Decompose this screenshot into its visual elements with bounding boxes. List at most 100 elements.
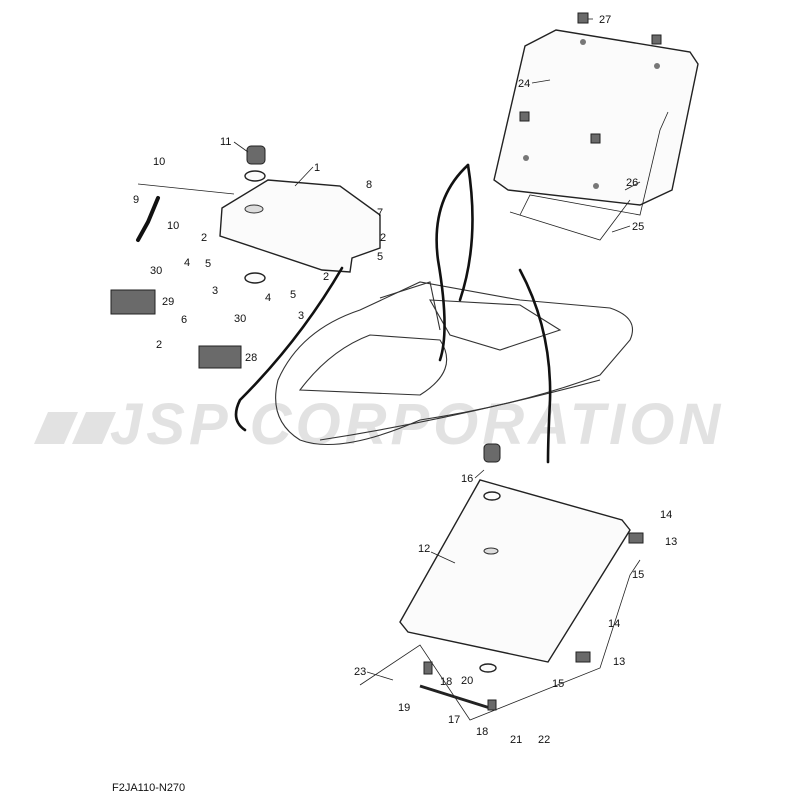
hatch-cover-12	[399, 479, 631, 663]
switch-box-28	[198, 345, 242, 369]
callout-3-upper: 3	[212, 285, 218, 297]
switch-boxes	[110, 289, 242, 369]
knob-27d	[590, 133, 601, 144]
callout-15-upper: 15	[632, 569, 644, 581]
callout-2-lower: 2	[156, 339, 162, 351]
leader-lines	[233, 18, 641, 681]
front-cover-assembly	[136, 145, 381, 284]
bracket-13b	[575, 651, 591, 663]
drain-plug-11	[246, 145, 266, 165]
watermark-text: JSP CORPORATION	[110, 392, 724, 457]
bushing-18a	[423, 661, 433, 675]
figure-code: F2JA110-N270	[112, 782, 185, 794]
frame-26	[519, 111, 669, 216]
windshield	[379, 281, 441, 331]
knob-27	[577, 12, 589, 24]
bracket-13a	[628, 532, 644, 544]
o-ring-upper	[244, 170, 266, 182]
lower-cover-hole	[483, 547, 499, 555]
callout-30-upper: 30	[150, 265, 162, 277]
leader-1	[294, 166, 314, 187]
callout-10-lower: 10	[167, 220, 179, 232]
bushing-18b	[487, 699, 497, 711]
callout-24: 24	[518, 78, 530, 90]
leader-26	[624, 181, 641, 191]
callout-3-lower: 3	[298, 310, 304, 322]
boat-hull	[275, 281, 634, 445]
callout-13-upper: 13	[665, 536, 677, 548]
leader-11	[233, 141, 249, 153]
drain-plug-o-ring	[483, 491, 501, 501]
leader-9-cover	[137, 183, 235, 195]
callout-27: 27	[599, 14, 611, 26]
lower-o-ring	[479, 663, 497, 673]
switch-box-29	[110, 289, 156, 315]
frame-23	[359, 559, 641, 721]
callout-7: 7	[377, 207, 383, 219]
hull-stripe	[319, 379, 601, 441]
callout-1: 1	[314, 162, 320, 174]
callout-5-center: 5	[290, 289, 296, 301]
knob-27b	[651, 34, 662, 45]
bow-cockpit	[298, 334, 448, 396]
callout-22: 22	[538, 734, 550, 746]
hose-left	[234, 266, 344, 432]
callout-8: 8	[366, 179, 372, 191]
leader-24	[531, 79, 551, 84]
front-cover-1	[219, 179, 381, 273]
grommet-d	[593, 183, 599, 189]
callout-11: 11	[220, 136, 231, 148]
hose-right	[518, 268, 552, 464]
leader-23	[366, 671, 394, 681]
strap-9	[136, 196, 160, 242]
callout-10: 10	[153, 156, 165, 168]
callout-2-right: 2	[380, 232, 386, 244]
callout-2-left: 2	[201, 232, 207, 244]
callout-5-left: 5	[205, 258, 211, 270]
seal-25	[509, 199, 631, 241]
watermark: JSP CORPORATION	[34, 392, 724, 457]
shaft-17	[419, 684, 491, 710]
lower-hatch-panel	[359, 443, 644, 721]
callout-labels: 27 24 26 25 11 1 10 9 10 8 7 2 2 5 5 4 3…	[133, 14, 677, 746]
callout-23: 23	[354, 666, 366, 678]
drain-plug-16	[483, 443, 501, 463]
callout-13-lower: 13	[613, 656, 625, 668]
callout-12: 12	[418, 543, 430, 555]
callout-26: 26	[626, 177, 638, 189]
callout-5-right: 5	[377, 251, 383, 263]
callout-16: 16	[461, 473, 473, 485]
knob-27c	[519, 111, 530, 122]
grommet-c	[523, 155, 529, 161]
callout-4-upper: 4	[184, 257, 190, 269]
callout-9: 9	[133, 194, 139, 206]
callout-28: 28	[245, 352, 257, 364]
callout-29: 29	[162, 296, 174, 308]
callout-14-lower: 14	[608, 618, 620, 630]
leader-25	[611, 225, 631, 233]
drain-hoses	[234, 163, 552, 464]
cover-hole	[244, 204, 264, 214]
callout-6: 6	[181, 314, 187, 326]
callout-19: 19	[398, 702, 410, 714]
callout-18-upper: 18	[440, 676, 452, 688]
o-ring-lower	[244, 272, 266, 284]
callout-21: 21	[510, 734, 522, 746]
leader-16	[474, 469, 485, 479]
callout-17: 17	[448, 714, 460, 726]
hatch-cover-24	[493, 29, 699, 206]
grommet-b	[654, 63, 660, 69]
callout-30-lower: 30	[234, 313, 246, 325]
callout-4-lower: 4	[265, 292, 271, 304]
callout-15-lower: 15	[552, 678, 564, 690]
callout-2-center: 2	[323, 271, 329, 283]
hose-center-b	[458, 163, 474, 302]
callout-18-lower: 18	[476, 726, 488, 738]
leader-12	[430, 551, 456, 564]
callout-20: 20	[461, 675, 473, 687]
upper-hatch-panel	[493, 12, 699, 241]
stern-cockpit	[429, 299, 562, 351]
hose-center	[435, 163, 470, 362]
